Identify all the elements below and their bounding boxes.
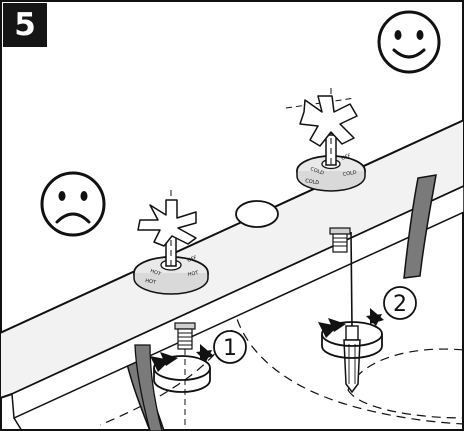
callout-2-label: 2 — [393, 292, 407, 317]
cabinet-rail-right — [403, 174, 437, 279]
right-rotation-arrow-icon — [318, 308, 384, 359]
left-tap-marking-0: HOT — [149, 268, 162, 278]
right-tap-marking-1: OFF — [341, 153, 352, 162]
left-fixing-nut — [174, 322, 196, 425]
cabinet-rail-left-front — [134, 344, 163, 431]
right-tap-marking-3: COLD — [342, 170, 357, 178]
countertop — [0, 119, 464, 431]
sad-face-icon — [40, 171, 106, 237]
left-hot-tap: HOT OFF HOT HOT — [133, 190, 209, 295]
screwdriver-icon — [343, 231, 361, 394]
spout-hole — [235, 200, 279, 228]
left-tap-marking-1: OFF — [187, 255, 198, 264]
callout-2: 2 — [383, 286, 417, 320]
step-number-badge: 5 — [3, 3, 47, 47]
left-rotation-arrow-icon — [150, 344, 214, 393]
happy-face-icon — [377, 10, 441, 74]
right-fixing-nut — [329, 227, 351, 253]
right-tap-marking-0: COLD — [309, 166, 324, 176]
right-tap-marking-2: COLD — [305, 178, 320, 186]
right-cold-tap: COLD OFF COLD COLD — [285, 88, 366, 192]
callout-1: 1 — [213, 330, 247, 364]
left-tap-marking-2: HOT — [145, 278, 158, 286]
callout-1-label: 1 — [223, 336, 237, 361]
left-tap-marking-3: HOT — [187, 270, 200, 278]
